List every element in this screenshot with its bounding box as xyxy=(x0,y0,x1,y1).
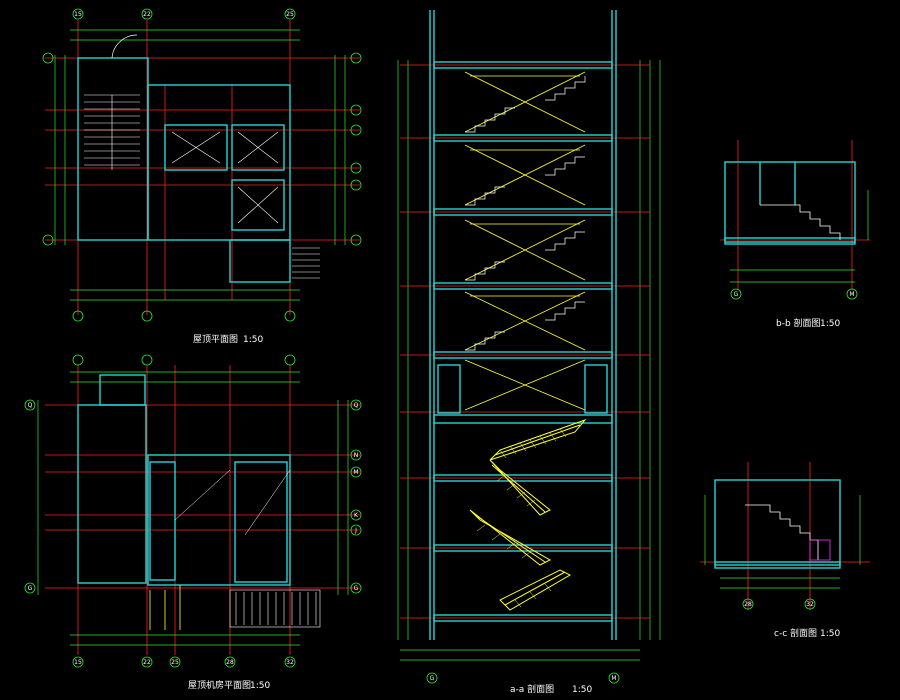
machine-plan-axis-bubbles: 15 22 28 25 32 Q G Q N M K J G xyxy=(24,354,362,668)
section-a-a: G M a-a 剖面图 1:50 xyxy=(397,10,661,695)
machine-plan-slope-lines xyxy=(174,469,291,536)
section-cc-hatch xyxy=(809,539,831,561)
section-bb-steps xyxy=(760,204,841,240)
axis-label: 32 xyxy=(286,659,294,666)
section-bb-axis xyxy=(720,140,870,290)
axis-label: 25 xyxy=(286,11,294,18)
axis-label: G xyxy=(28,585,33,592)
section-bb-axis-bubbles: G M xyxy=(730,288,858,300)
roof-plan-walls xyxy=(77,57,291,283)
section-cc-dimensions xyxy=(704,495,861,589)
machine-plan-scale: 1:50 xyxy=(250,681,270,691)
axis-label: 15 xyxy=(74,659,82,666)
axis-label: M xyxy=(849,291,854,298)
axis-label: Q xyxy=(354,402,359,409)
machine-plan-marks xyxy=(149,585,181,630)
section-aa-stair-flights xyxy=(464,71,586,411)
section-cc-axis-bubbles: 28 32 xyxy=(742,598,816,610)
machine-plan-title: 屋顶机房平面图 xyxy=(188,679,251,691)
section-cc-walls xyxy=(714,479,841,569)
roof-plan-outer-stair xyxy=(292,247,320,279)
roof-machine-room-plan: 15 22 28 25 32 Q G Q N M K J G 屋顶机房平面图 1… xyxy=(24,354,362,691)
section-aa-scale: 1:50 xyxy=(572,685,592,695)
axis-label: G xyxy=(430,675,435,682)
section-c-c: 28 32 c-c 剖面图 1:50 xyxy=(700,462,870,639)
roof-plan-title: 屋顶平面图 xyxy=(193,334,238,345)
section-aa-axis-bubbles: G M xyxy=(426,672,620,684)
axis-label: 28 xyxy=(226,659,234,666)
axis-label: J xyxy=(354,527,357,534)
axis-label: M xyxy=(611,675,616,682)
axis-label: 32 xyxy=(806,601,814,608)
roof-plan-shafts xyxy=(171,131,279,224)
roof-plan-stair xyxy=(84,94,140,170)
machine-plan-walls xyxy=(77,374,291,586)
roof-plan-axis-bubbles: 15 22 25 xyxy=(42,8,362,322)
section-aa-walls xyxy=(429,10,617,640)
section-aa-lower-treads xyxy=(476,428,567,608)
section-aa-dimensions xyxy=(397,60,661,661)
section-cc-scale: 1:50 xyxy=(820,629,840,639)
machine-plan-stair xyxy=(229,589,321,628)
roof-plan: 15 22 25 屋顶平面图 1:50 xyxy=(42,8,362,345)
section-b-b: G M b-b 剖面图 1:50 xyxy=(720,140,870,329)
door-swing xyxy=(111,34,138,59)
section-cc-title: c-c 剖面图 xyxy=(774,627,817,639)
axis-label: 28 xyxy=(744,601,752,608)
section-aa-lower-flights xyxy=(469,418,587,611)
axis-label: 22 xyxy=(143,11,151,18)
axis-label: M xyxy=(353,469,358,476)
section-aa-steps xyxy=(465,76,586,351)
section-aa-title: a-a 剖面图 xyxy=(510,683,554,695)
axis-label: Q xyxy=(28,402,33,409)
machine-plan-dimensions xyxy=(37,371,349,646)
section-bb-scale: 1:50 xyxy=(820,319,840,329)
section-bb-dimensions xyxy=(730,190,869,283)
section-bb-walls xyxy=(724,161,856,245)
axis-label: K xyxy=(354,512,359,519)
axis-label: N xyxy=(354,452,359,459)
axis-label: 25 xyxy=(171,659,179,666)
axis-label: 15 xyxy=(74,11,82,18)
axis-label: G xyxy=(354,585,359,592)
axis-label: 22 xyxy=(143,659,151,666)
axis-label: G xyxy=(734,291,739,298)
section-bb-title: b-b 剖面图 xyxy=(776,317,821,329)
roof-plan-dimensions xyxy=(54,29,346,301)
roof-plan-scale: 1:50 xyxy=(243,335,263,345)
